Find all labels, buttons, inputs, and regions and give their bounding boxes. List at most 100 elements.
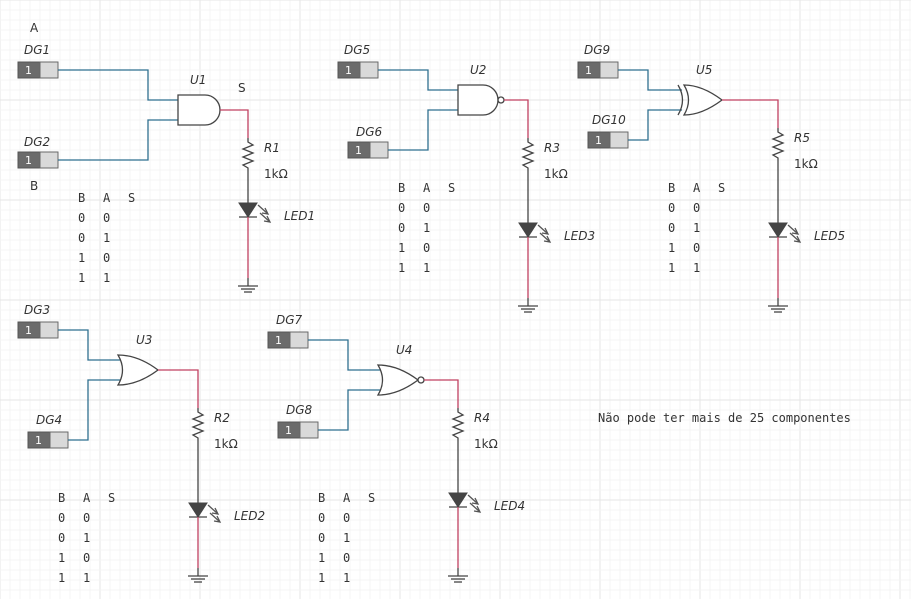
resistor-label-r3: R3 bbox=[544, 141, 560, 155]
switch-label-dg10: DG10 bbox=[592, 113, 626, 127]
switch-label-dg4: DG4 bbox=[36, 413, 62, 427]
resistor-r2[interactable] bbox=[191, 408, 205, 442]
svg-text:A: A bbox=[103, 191, 111, 205]
svg-text:1: 1 bbox=[693, 221, 700, 235]
led-led5[interactable] bbox=[768, 222, 802, 243]
svg-text:A: A bbox=[423, 181, 431, 195]
truth-table-and: B A S 0 0 0 1 1 0 1 1 bbox=[78, 191, 135, 285]
svg-text:A: A bbox=[693, 181, 701, 195]
svg-text:A: A bbox=[343, 491, 351, 505]
svg-text:1: 1 bbox=[35, 434, 42, 447]
xor-gate-u5[interactable] bbox=[677, 84, 724, 116]
switch-label-dg6: DG6 bbox=[356, 125, 383, 139]
svg-text:1: 1 bbox=[25, 324, 32, 337]
switch-label-dg8: DG8 bbox=[286, 403, 313, 417]
svg-text:0: 0 bbox=[58, 511, 65, 525]
circuit-xor: DG9 1 DG10 1 U5 R5 1kΩ bbox=[577, 43, 845, 313]
led-label-led1: LED1 bbox=[284, 209, 315, 223]
svg-text:1: 1 bbox=[58, 571, 65, 585]
svg-text:0: 0 bbox=[318, 511, 325, 525]
svg-text:1: 1 bbox=[668, 241, 675, 255]
input-label-a: A bbox=[30, 21, 39, 35]
svg-text:1: 1 bbox=[345, 64, 352, 77]
svg-text:1: 1 bbox=[318, 571, 325, 585]
svg-text:1: 1 bbox=[25, 154, 32, 167]
resistor-r5[interactable] bbox=[771, 128, 785, 162]
switch-dg10[interactable]: 1 bbox=[587, 131, 629, 149]
input-label-b: B bbox=[30, 179, 38, 193]
svg-text:S: S bbox=[448, 181, 455, 195]
switch-dg3[interactable]: 1 bbox=[17, 321, 59, 339]
circuit-and: A B S DG1 1 DG2 1 U1 R1 1kΩ bbox=[17, 21, 315, 293]
switch-dg4[interactable]: 1 bbox=[27, 431, 69, 449]
resistor-r1[interactable] bbox=[241, 138, 255, 172]
truth-table-or: B A S 0 0 0 1 1 0 1 1 bbox=[58, 491, 115, 585]
svg-text:S: S bbox=[368, 491, 375, 505]
svg-text:1: 1 bbox=[58, 551, 65, 565]
switch-dg5[interactable]: 1 bbox=[337, 61, 379, 79]
ground-symbol bbox=[767, 297, 789, 313]
switch-dg8[interactable]: 1 bbox=[277, 421, 319, 439]
svg-text:0: 0 bbox=[423, 201, 430, 215]
svg-text:0: 0 bbox=[318, 531, 325, 545]
resistor-value-r3: 1kΩ bbox=[544, 167, 568, 181]
svg-text:0: 0 bbox=[78, 211, 85, 225]
svg-text:1: 1 bbox=[398, 261, 405, 275]
resistor-label-r4: R4 bbox=[474, 411, 490, 425]
truth-table-nor: B A S 0 0 0 1 1 0 1 1 bbox=[318, 491, 375, 585]
resistor-r4[interactable] bbox=[451, 408, 465, 442]
svg-text:1: 1 bbox=[355, 144, 362, 157]
svg-text:0: 0 bbox=[693, 201, 700, 215]
svg-text:0: 0 bbox=[398, 221, 405, 235]
svg-text:1: 1 bbox=[285, 424, 292, 437]
switch-dg7[interactable]: 1 bbox=[267, 331, 309, 349]
svg-text:1: 1 bbox=[275, 334, 282, 347]
switch-label-dg9: DG9 bbox=[584, 43, 610, 57]
or-gate-u3[interactable] bbox=[116, 354, 160, 386]
circuit-nand: DG5 1 DG6 1 U2 R3 1kΩ bbox=[337, 43, 595, 313]
switch-dg6[interactable]: 1 bbox=[347, 141, 389, 159]
ground-symbol bbox=[237, 277, 259, 293]
svg-text:0: 0 bbox=[398, 201, 405, 215]
svg-text:0: 0 bbox=[83, 551, 90, 565]
led-led2[interactable] bbox=[188, 502, 222, 523]
resistor-value-r4: 1kΩ bbox=[474, 437, 498, 451]
switch-dg9[interactable]: 1 bbox=[577, 61, 619, 79]
led-led1[interactable] bbox=[238, 202, 272, 223]
nor-gate-u4[interactable] bbox=[376, 364, 420, 396]
led-led3[interactable] bbox=[518, 222, 552, 243]
svg-text:S: S bbox=[108, 491, 115, 505]
nand-gate-u2[interactable] bbox=[457, 84, 499, 116]
truth-table-nand: B A S 0 0 0 1 1 0 1 1 bbox=[398, 181, 455, 275]
svg-text:S: S bbox=[718, 181, 725, 195]
gate-label-u1: U1 bbox=[190, 73, 206, 87]
svg-text:1: 1 bbox=[318, 551, 325, 565]
svg-text:1: 1 bbox=[25, 64, 32, 77]
gate-label-u2: U2 bbox=[470, 63, 486, 77]
gate-label-u4: U4 bbox=[396, 343, 412, 357]
switch-label-dg1: DG1 bbox=[24, 43, 50, 57]
svg-text:B: B bbox=[58, 491, 65, 505]
led-led4[interactable] bbox=[448, 492, 482, 513]
gate-label-u3: U3 bbox=[136, 333, 152, 347]
resistor-label-r1: R1 bbox=[264, 141, 280, 155]
svg-text:0: 0 bbox=[78, 231, 85, 245]
resistor-value-r1: 1kΩ bbox=[264, 167, 288, 181]
led-label-led4: LED4 bbox=[494, 499, 525, 513]
resistor-r3[interactable] bbox=[521, 138, 535, 172]
svg-text:1: 1 bbox=[343, 531, 350, 545]
switch-dg2[interactable]: 1 bbox=[17, 151, 59, 169]
switch-label-dg3: DG3 bbox=[24, 303, 50, 317]
svg-text:1: 1 bbox=[78, 271, 85, 285]
switch-label-dg5: DG5 bbox=[344, 43, 370, 57]
svg-text:0: 0 bbox=[58, 531, 65, 545]
switch-dg1[interactable]: 1 bbox=[17, 61, 59, 79]
svg-text:1: 1 bbox=[103, 231, 110, 245]
led-label-led2: LED2 bbox=[234, 509, 265, 523]
ground-symbol bbox=[187, 567, 209, 583]
and-gate-u1[interactable] bbox=[177, 94, 221, 126]
svg-text:0: 0 bbox=[423, 241, 430, 255]
svg-text:B: B bbox=[668, 181, 675, 195]
